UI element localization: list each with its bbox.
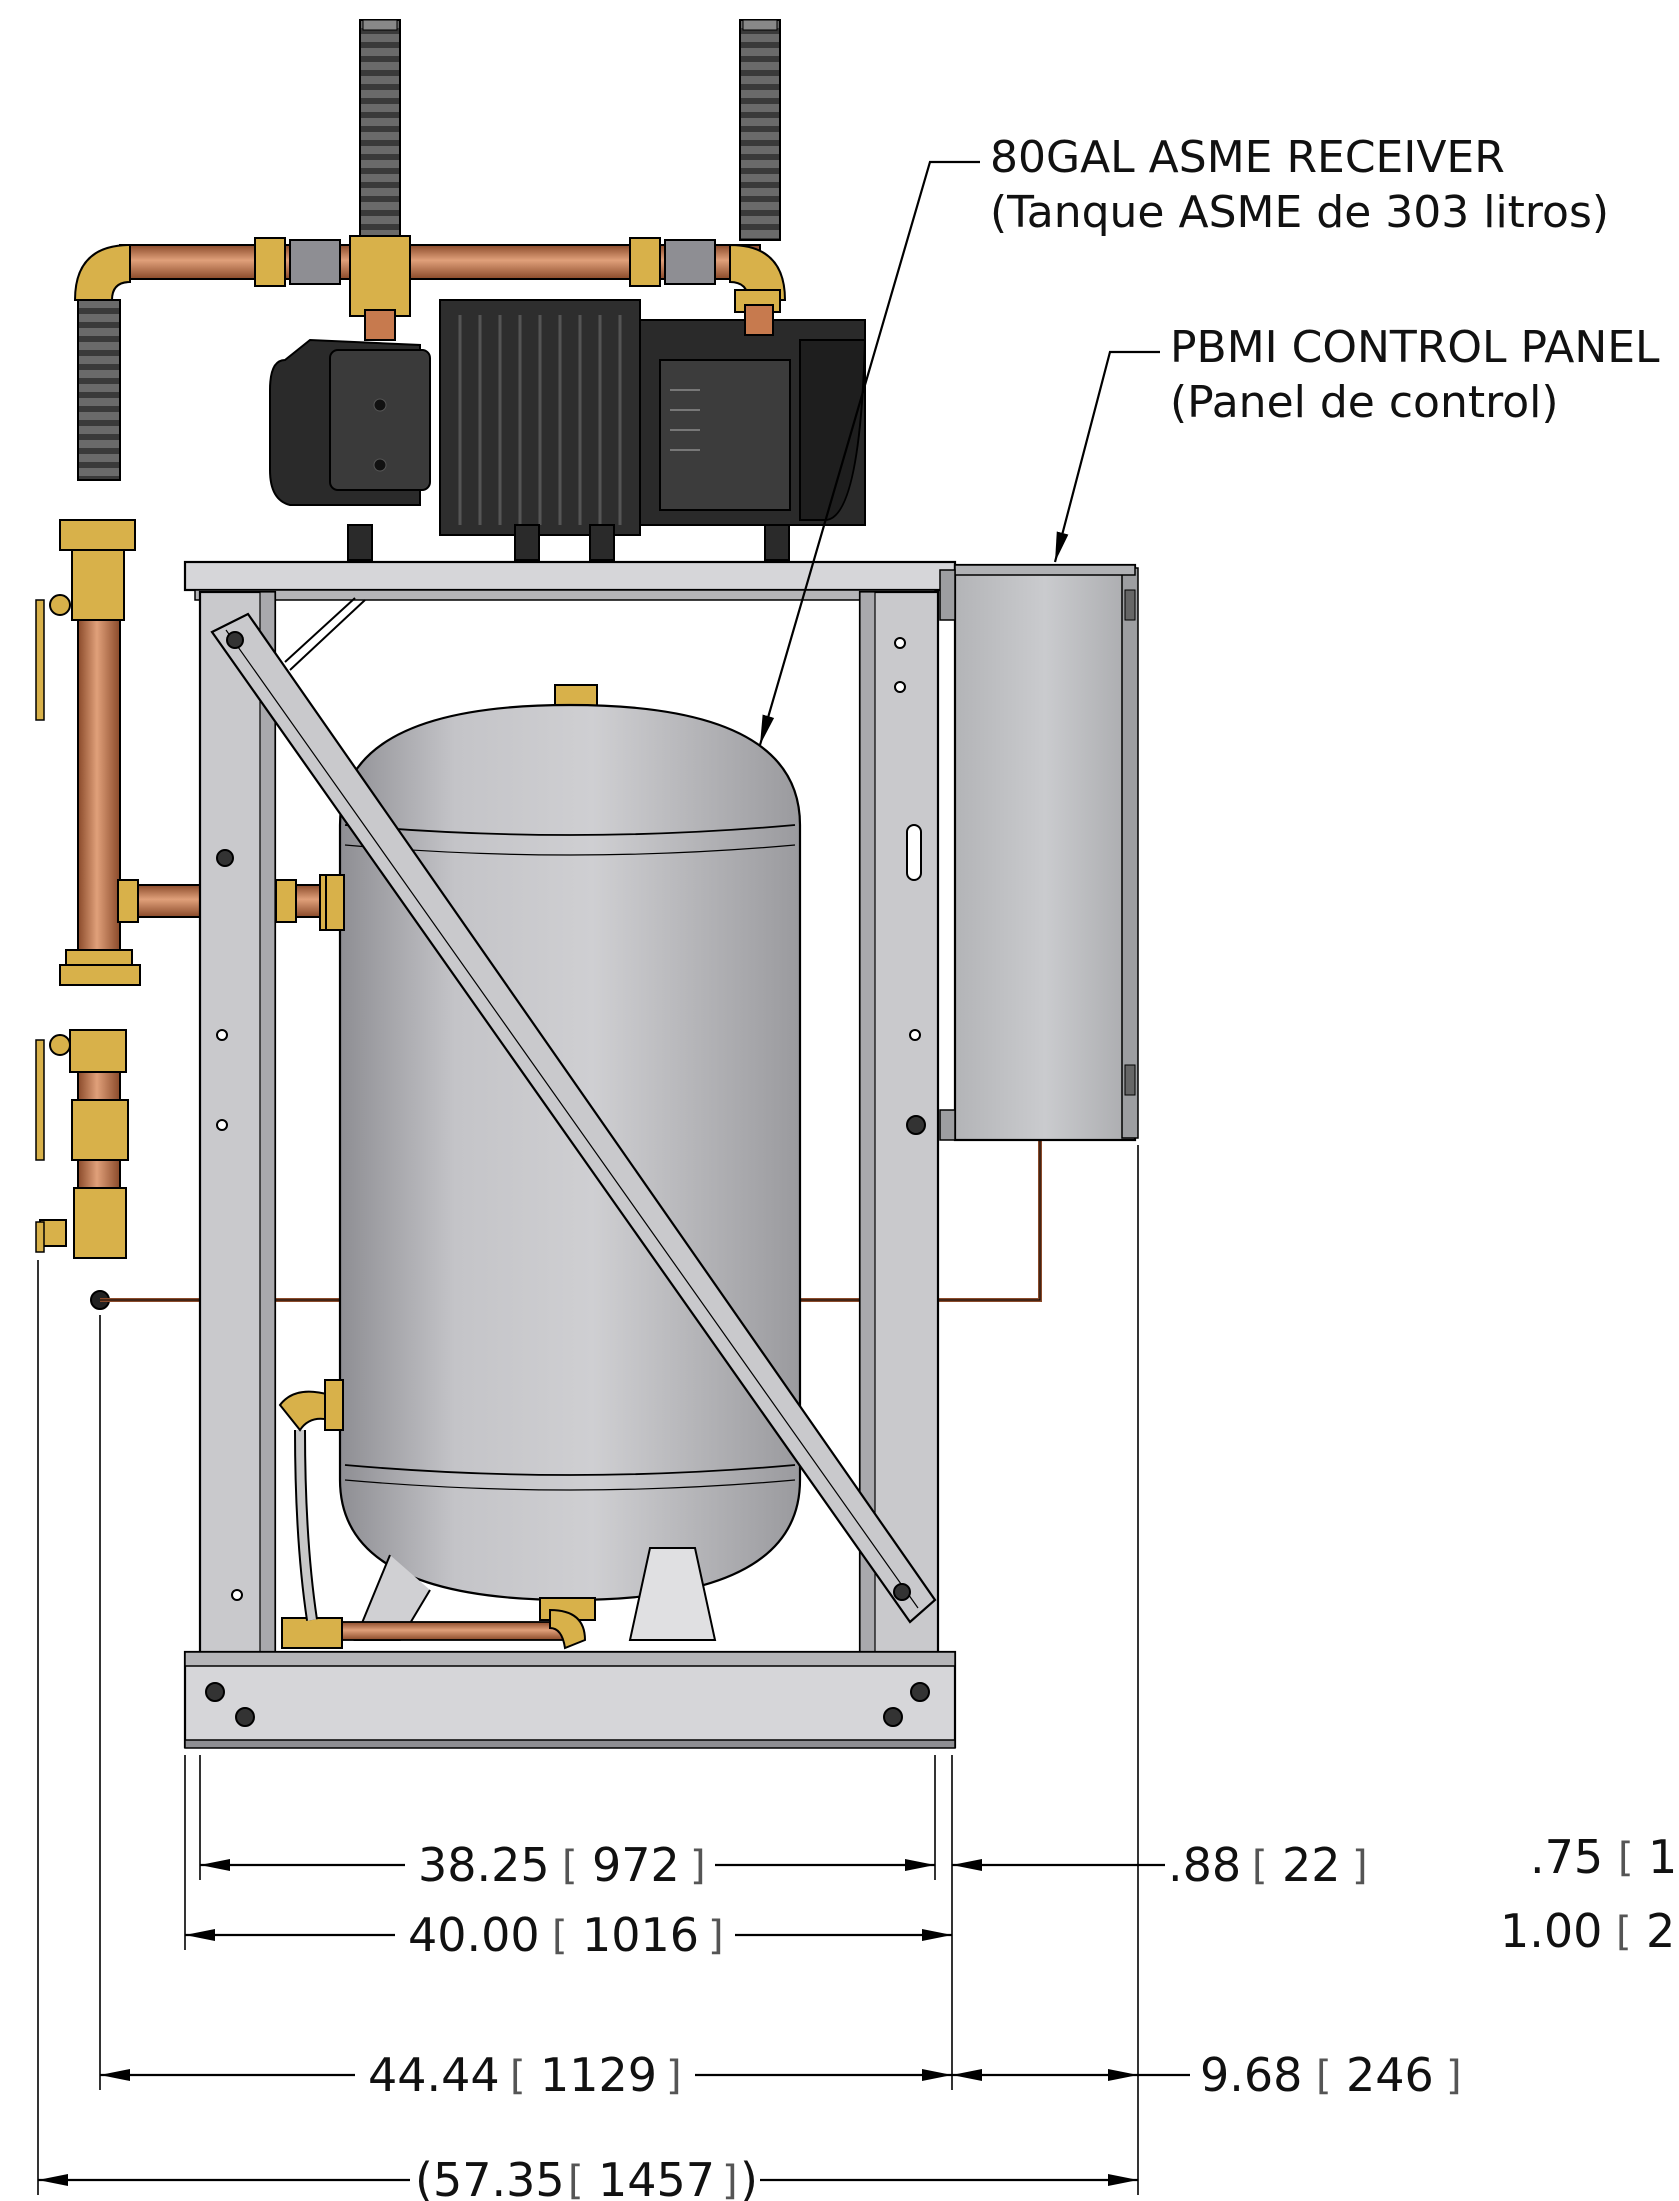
dim-bracket-open: [ (568, 2158, 584, 2201)
dim-44-44-metric: 1129 (540, 2048, 657, 2102)
dim-bracket-close: ] (690, 1843, 706, 1889)
vacuum-pump (269, 299, 867, 561)
dim-0-88-metric: 22 (1282, 1838, 1341, 1892)
dim-38-25: 38.25 [ 972 ] (418, 1838, 706, 1892)
dim-38-25-metric: 972 (592, 1838, 680, 1892)
dim-bracket-open: [ (1252, 1843, 1268, 1889)
control-panel (939, 563, 1139, 1142)
dim-40-00-metric: 1016 (582, 1908, 699, 1962)
dim-bracket-close: ] (722, 2158, 738, 2201)
dim-bracket-open: [ (510, 2053, 526, 2099)
dim-0-75: .75 [ 1 (1530, 1830, 1677, 1884)
steel-frame (183, 560, 957, 1749)
vertical-hoses (359, 19, 781, 241)
dim-bracket-close: ] (708, 1913, 724, 1959)
dim-44-44: 44.44 [ 1129 ] (368, 2048, 682, 2102)
dim-9-68-value: 9.68 (1200, 2048, 1302, 2102)
dim-57-35-close: ) (740, 2153, 758, 2201)
diagonal-brace (210, 612, 937, 1624)
dim-bracket-open: [ (1316, 2053, 1332, 2099)
dim-1-00-value: 1.00 (1500, 1904, 1602, 1958)
dim-9-68: 9.68 [ 246 ] (1200, 2048, 1462, 2102)
dim-bracket-open: [ (562, 1843, 578, 1889)
dim-40-00: 40.00 [ 1016 ] (408, 1908, 724, 1962)
panel-callout-line2: (Panel de control) (1170, 377, 1559, 428)
dim-1-00-metric: 2 (1646, 1904, 1675, 1958)
panel-callout-line1: PBMI CONTROL PANEL (1170, 322, 1660, 373)
dim-0-88: .88 [ 22 ] (1168, 1838, 1368, 1892)
copper-manifold (73, 235, 787, 317)
dim-57-35-metric: 1457 (598, 2153, 715, 2201)
receiver-callout-line1: 80GAL ASME RECEIVER (990, 132, 1505, 183)
dim-1-00: 1.00 [ 2 (1500, 1904, 1675, 1958)
dimension-lines (38, 1859, 1190, 2186)
dim-bracket-close: ] (1446, 2053, 1462, 2099)
dim-bracket-open: [ (552, 1913, 568, 1959)
dim-0-75-metric: 1 (1648, 1830, 1677, 1884)
dim-bracket-open: [ (1618, 1835, 1634, 1881)
dim-0-75-value: .75 (1530, 1830, 1603, 1884)
dim-bracket-close: ] (666, 2053, 682, 2099)
dim-9-68-metric: 246 (1346, 2048, 1434, 2102)
dim-57-35-value: (57.35 (415, 2153, 565, 2201)
dim-bracket-close: ] (1352, 1843, 1368, 1889)
dim-44-44-value: 44.44 (368, 2048, 500, 2102)
dim-bracket-open: [ (1616, 1909, 1632, 1955)
receiver-callout-line2: (Tanque ASME de 303 litros) (990, 187, 1609, 238)
extension-lines (37, 1145, 1139, 2195)
callout-leaders (758, 160, 1160, 746)
dim-38-25-value: 38.25 (418, 1838, 550, 1892)
dim-0-88-value: .88 (1168, 1838, 1241, 1892)
dim-40-00-value: 40.00 (408, 1908, 540, 1962)
dim-57-35: (57.35 [ 1457 ] ) (415, 2153, 758, 2201)
